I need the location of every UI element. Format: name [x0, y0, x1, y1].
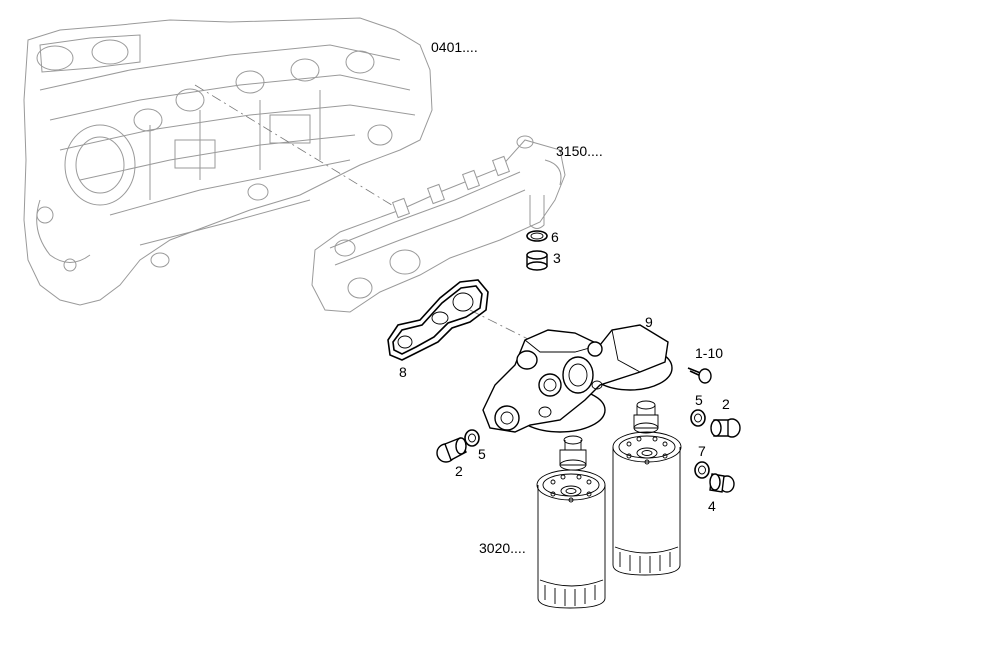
washer-part-7: [694, 461, 710, 479]
screw-part-1-10: [687, 367, 712, 384]
oil-filter-support-part-9: [482, 324, 673, 433]
plug-part-4: [709, 473, 735, 493]
label-part-1-10: 1-10: [695, 345, 723, 361]
label-part-2-right: 2: [722, 396, 730, 412]
label-part-8: 8: [399, 364, 407, 380]
label-ref-3020: 3020....: [479, 540, 526, 556]
o-ring-part-6: [526, 230, 548, 242]
label-part-3: 3: [553, 250, 561, 266]
engine-block: [23, 17, 433, 306]
label-ref-0401: 0401....: [431, 39, 478, 55]
label-part-7: 7: [698, 443, 706, 459]
label-part-5-right: 5: [695, 392, 703, 408]
label-part-9: 9: [645, 314, 653, 330]
label-part-6: 6: [551, 229, 559, 245]
label-part-4: 4: [708, 498, 716, 514]
label-ref-3150: 3150....: [556, 143, 603, 159]
oil-filter-right: [612, 400, 682, 576]
oil-filter-left: [536, 435, 606, 609]
plug-part-2-right: [710, 418, 741, 438]
label-part-5-left: 5: [478, 446, 486, 462]
plug-part-3: [526, 250, 548, 271]
plug-part-2-left: [436, 437, 467, 463]
washer-part-5-left: [464, 429, 480, 447]
center-line-block-cooler: [194, 84, 401, 211]
label-part-2-left: 2: [455, 463, 463, 479]
gasket-part-8: [387, 279, 489, 361]
washer-part-5-right: [690, 409, 706, 427]
oil-cooler-assembly: [311, 135, 566, 313]
